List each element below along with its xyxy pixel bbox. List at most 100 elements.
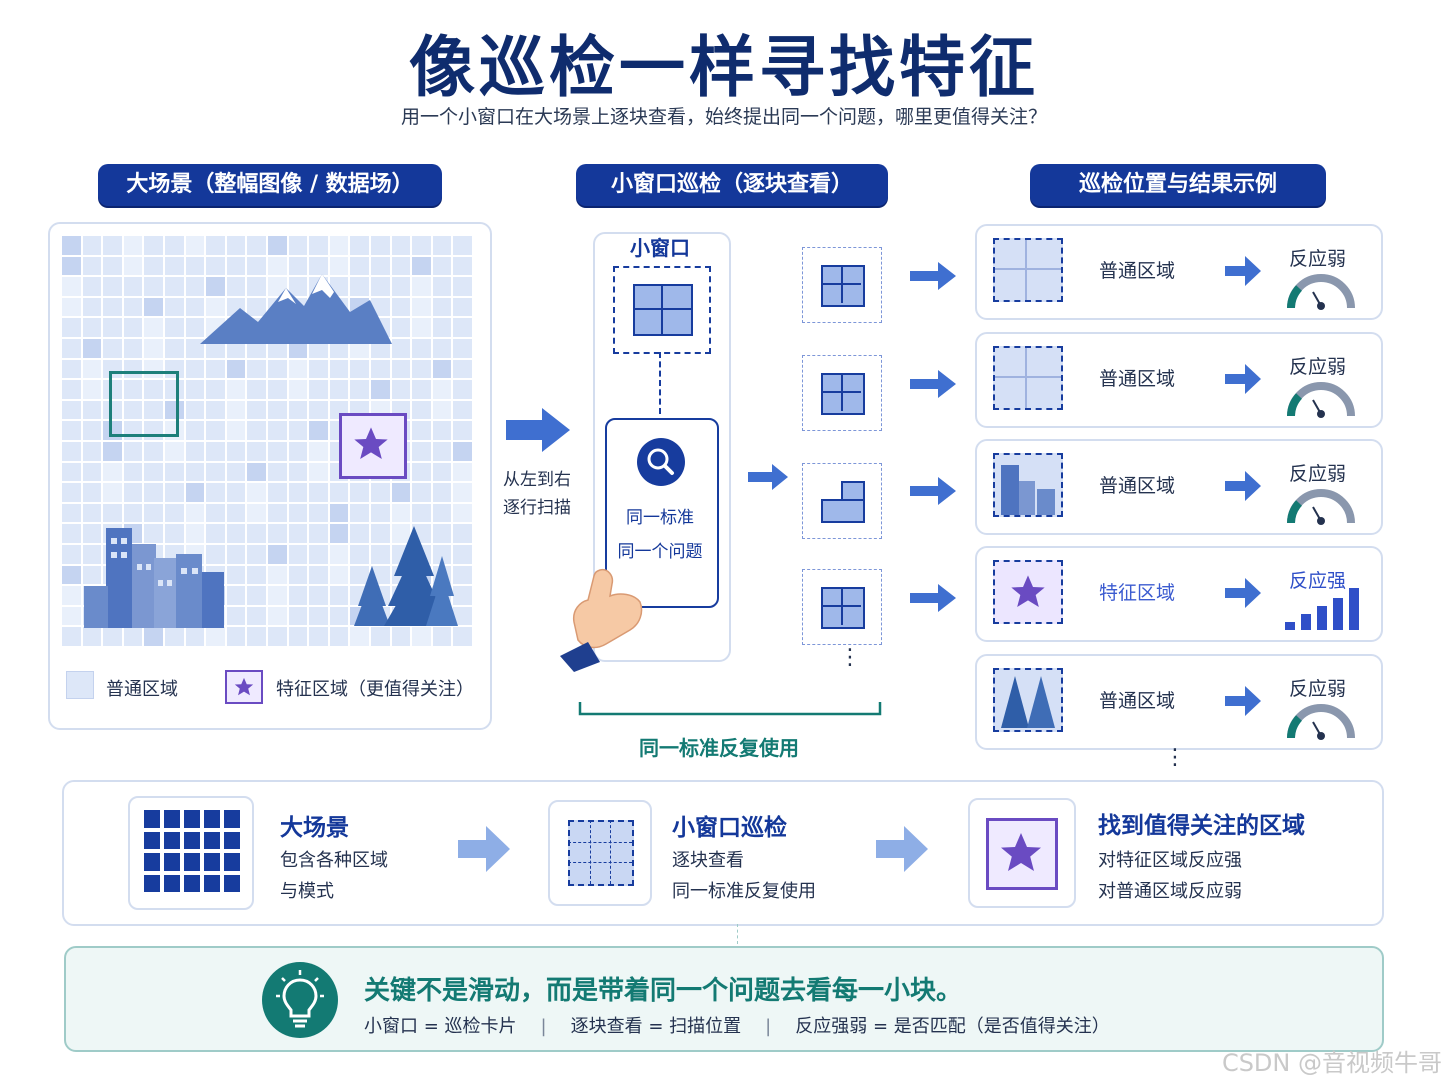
- grid-cell: [226, 256, 246, 276]
- magnifier-icon: [637, 438, 685, 486]
- building-icon: [84, 528, 224, 628]
- step-line: 包含各种区域: [280, 850, 388, 871]
- grid-cell: [412, 442, 431, 461]
- grid-cell: [432, 318, 452, 337]
- grid-cell: [144, 503, 163, 523]
- grid-cell: [371, 236, 390, 255]
- grid-cell: [350, 380, 369, 399]
- grid-cell: [453, 236, 472, 255]
- grid-cell: [226, 421, 246, 440]
- grid-dot: [144, 831, 160, 849]
- grid-cell: [371, 545, 390, 564]
- result-response-label: 反应弱: [1289, 248, 1347, 270]
- grid-cell: [288, 277, 308, 296]
- grid-cell: [62, 339, 81, 358]
- grid-cell: [226, 483, 246, 502]
- arrow-right-icon: [910, 370, 956, 398]
- grid-cell: [247, 400, 266, 420]
- grid-cell: [412, 462, 431, 482]
- step-title: 找到值得关注的区域: [1098, 813, 1305, 839]
- step-line: 同一标准反复使用: [672, 881, 816, 902]
- grid-cell: [453, 627, 472, 646]
- grid-cell: [453, 503, 472, 523]
- grid-cell: [453, 586, 472, 605]
- grid-cell: [62, 565, 81, 585]
- grid-cell: [82, 524, 102, 543]
- grid-cell: [62, 277, 81, 296]
- grid-cell: [268, 256, 287, 276]
- grid-cell: [62, 503, 81, 523]
- grid-cell: [288, 565, 308, 585]
- grid-cell: [82, 380, 102, 399]
- grid-dot: [144, 810, 160, 828]
- building-icon: [1001, 465, 1055, 515]
- grid-cell: [226, 524, 246, 543]
- grid-cell: [247, 380, 266, 399]
- grid-cell: [165, 524, 184, 543]
- grid-cell: [165, 297, 184, 317]
- grid-dot: [204, 874, 220, 892]
- grid-cell: [226, 359, 246, 379]
- result-card: 普通区域 反应弱: [975, 439, 1383, 535]
- grid-cell: [391, 503, 411, 523]
- grid-cell: [165, 503, 184, 523]
- grid-cell: [329, 359, 349, 379]
- grid-dot: [184, 853, 200, 871]
- grid-cell: [165, 339, 184, 358]
- result-thumb: [993, 346, 1063, 410]
- grid-cell: [144, 483, 163, 502]
- result-thumb: [993, 238, 1063, 302]
- grid-cell: [309, 545, 328, 564]
- grid-cell: [412, 236, 431, 255]
- key-separator: |: [765, 1016, 772, 1037]
- arrow-right-icon: [876, 826, 928, 872]
- grid-cell: [288, 442, 308, 461]
- grid-cell: [391, 339, 411, 358]
- grid-cell: [185, 359, 205, 379]
- result-card: 普通区域 反应弱: [975, 224, 1383, 320]
- grid-dot: [224, 810, 240, 828]
- grid-cell: [391, 236, 411, 255]
- result-region-label: 特征区域: [1099, 582, 1176, 604]
- grid-cell: [309, 606, 328, 626]
- grid-cell: [391, 277, 411, 296]
- grid-cell: [371, 359, 390, 379]
- result-thumb: [993, 560, 1063, 624]
- step-line: 与模式: [280, 881, 334, 902]
- grid-cell: [144, 442, 163, 461]
- grid-cell: [82, 627, 102, 646]
- grid-cell: [185, 524, 205, 543]
- grid-cell: [62, 380, 81, 399]
- scan-direction-line2: 逐行扫描: [503, 498, 571, 518]
- window-card-line1: 同一标准: [626, 508, 694, 528]
- grid-cell: [62, 318, 81, 337]
- step-line: 逐块查看: [672, 850, 744, 871]
- grid-dot: [224, 853, 240, 871]
- grid-cell: [329, 524, 349, 543]
- grid-cell: [288, 627, 308, 646]
- grid-cell: [82, 503, 102, 523]
- grid-cell: [144, 380, 163, 399]
- grid-cell: [432, 236, 452, 255]
- grid-cell: [103, 627, 122, 646]
- grid-cell: [432, 421, 452, 440]
- grid-cell: [62, 545, 81, 564]
- grid-cell: [62, 256, 81, 276]
- grid-cell: [412, 256, 431, 276]
- grid-cell: [226, 442, 246, 461]
- grid-cell: [206, 462, 225, 482]
- grid-cell: [247, 277, 266, 296]
- grid-cell: [268, 586, 287, 605]
- reuse-brace: [578, 702, 882, 716]
- more-results-dots: ⋮: [1164, 745, 1186, 770]
- result-response-label: 反应强: [1289, 570, 1347, 592]
- grid-cell: [226, 380, 246, 399]
- grid-cell: [329, 565, 349, 585]
- grid-dot: [164, 831, 180, 849]
- grid-cell: [391, 318, 411, 337]
- grid-cell: [350, 236, 369, 255]
- grid-cell: [268, 277, 287, 296]
- grid-cell: [82, 236, 102, 255]
- grid-cell: [391, 359, 411, 379]
- grid-cell: [309, 503, 328, 523]
